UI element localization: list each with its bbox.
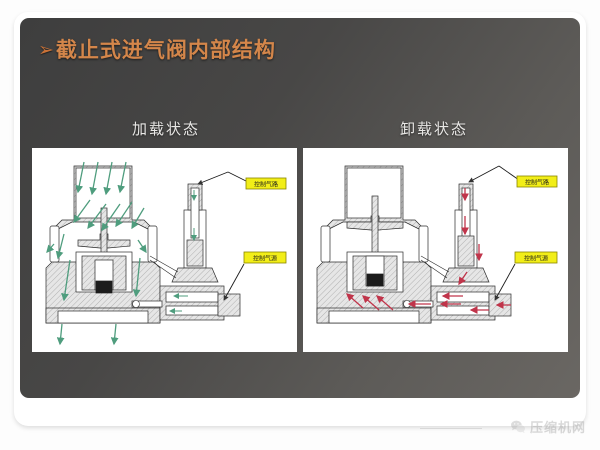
callout-upper-right: 控制气路 <box>468 165 558 188</box>
watermark-text: 压缩机网 <box>529 421 586 436</box>
panel-caption-loaded: 加载状态 <box>131 120 200 138</box>
wechat-icon <box>510 420 525 433</box>
page-title: ➢ 截止式进气阀内部结构 <box>38 34 276 64</box>
diagram-panel-row: 控制气路 控制气源 <box>32 148 568 352</box>
watermark-rule <box>420 428 482 429</box>
svg-text:控制气源: 控制气源 <box>524 254 548 262</box>
watermark: 压缩机网 <box>510 417 586 436</box>
valve-cross-section-loaded: 控制气路 控制气源 <box>45 161 287 346</box>
svg-text:控制气源: 控制气源 <box>253 254 277 262</box>
presentation-slide: ➢ 截止式进气阀内部结构 加载状态 卸载状态 <box>20 18 580 398</box>
callout-upper-left: 控制气路 <box>197 171 287 190</box>
panel-caption-unloaded: 卸载状态 <box>399 120 468 138</box>
bullet-arrow-icon: ➢ <box>38 38 54 61</box>
airflow-arrows-loaded <box>46 161 147 346</box>
callout-lower-left: 控制气源 <box>223 251 287 301</box>
diagram-panel-unloaded: 控制气路 控制气源 <box>303 148 568 352</box>
valve-cross-section-unloaded: 控制气路 控制气源 <box>316 165 558 324</box>
svg-text:控制气路: 控制气路 <box>254 180 278 188</box>
control-air-arrows-unloaded <box>346 188 511 314</box>
page-title-text: 截止式进气阀内部结构 <box>55 38 276 62</box>
diagram-panel-loaded: 控制气路 控制气源 <box>32 148 297 352</box>
panel-caption-row: 加载状态 卸载状态 <box>32 118 568 139</box>
svg-text:控制气路: 控制气路 <box>525 178 549 186</box>
callout-lower-right: 控制气源 <box>494 251 558 301</box>
